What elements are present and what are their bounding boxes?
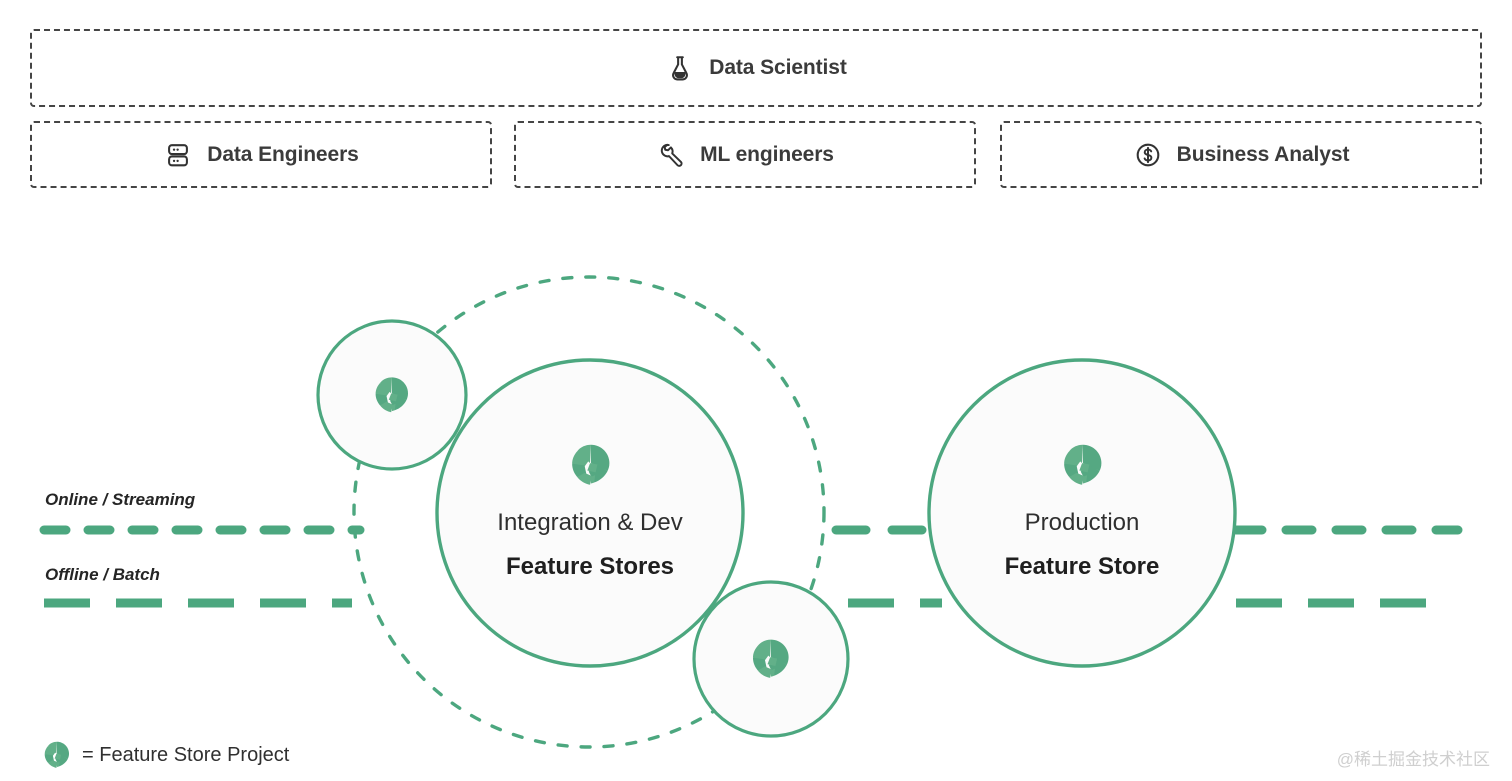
hop-logo-icon [44,741,69,768]
persona-label: ML engineers [700,142,834,166]
legend-text: = Feature Store Project [82,743,290,766]
persona-content: ML engineers [656,140,834,170]
persona-content: Business Analyst [1133,140,1350,170]
flow-label-offline: Offline / Batch [45,565,160,584]
legend: = Feature Store Project [42,740,289,770]
persona-box-data-engineers[interactable]: Data Engineers [30,121,492,188]
flow-label-online: Online / Streaming [45,490,196,509]
watermark: @稀土掘金技术社区 [1336,750,1490,769]
project-boundary-circle [352,275,826,749]
integration-dev-circle[interactable] [435,358,745,668]
persona-label: Business Analyst [1176,142,1350,166]
server-icon [163,140,193,170]
production-circle[interactable] [927,358,1237,668]
dollar-circle-icon [1133,140,1163,170]
persona-box-data-scientist[interactable]: Data Scientist [30,29,1482,107]
persona-box-ml-engineers[interactable]: ML engineers [514,121,976,188]
persona-label: Data Engineers [207,142,359,166]
persona-content: Data Scientist [665,53,847,83]
persona-box-business-analyst[interactable]: Business Analyst [1000,121,1482,188]
flask-icon [665,53,695,83]
persona-label: Data Scientist [709,56,847,79]
persona-content: Data Engineers [163,140,359,170]
wrench-icon [656,140,686,170]
